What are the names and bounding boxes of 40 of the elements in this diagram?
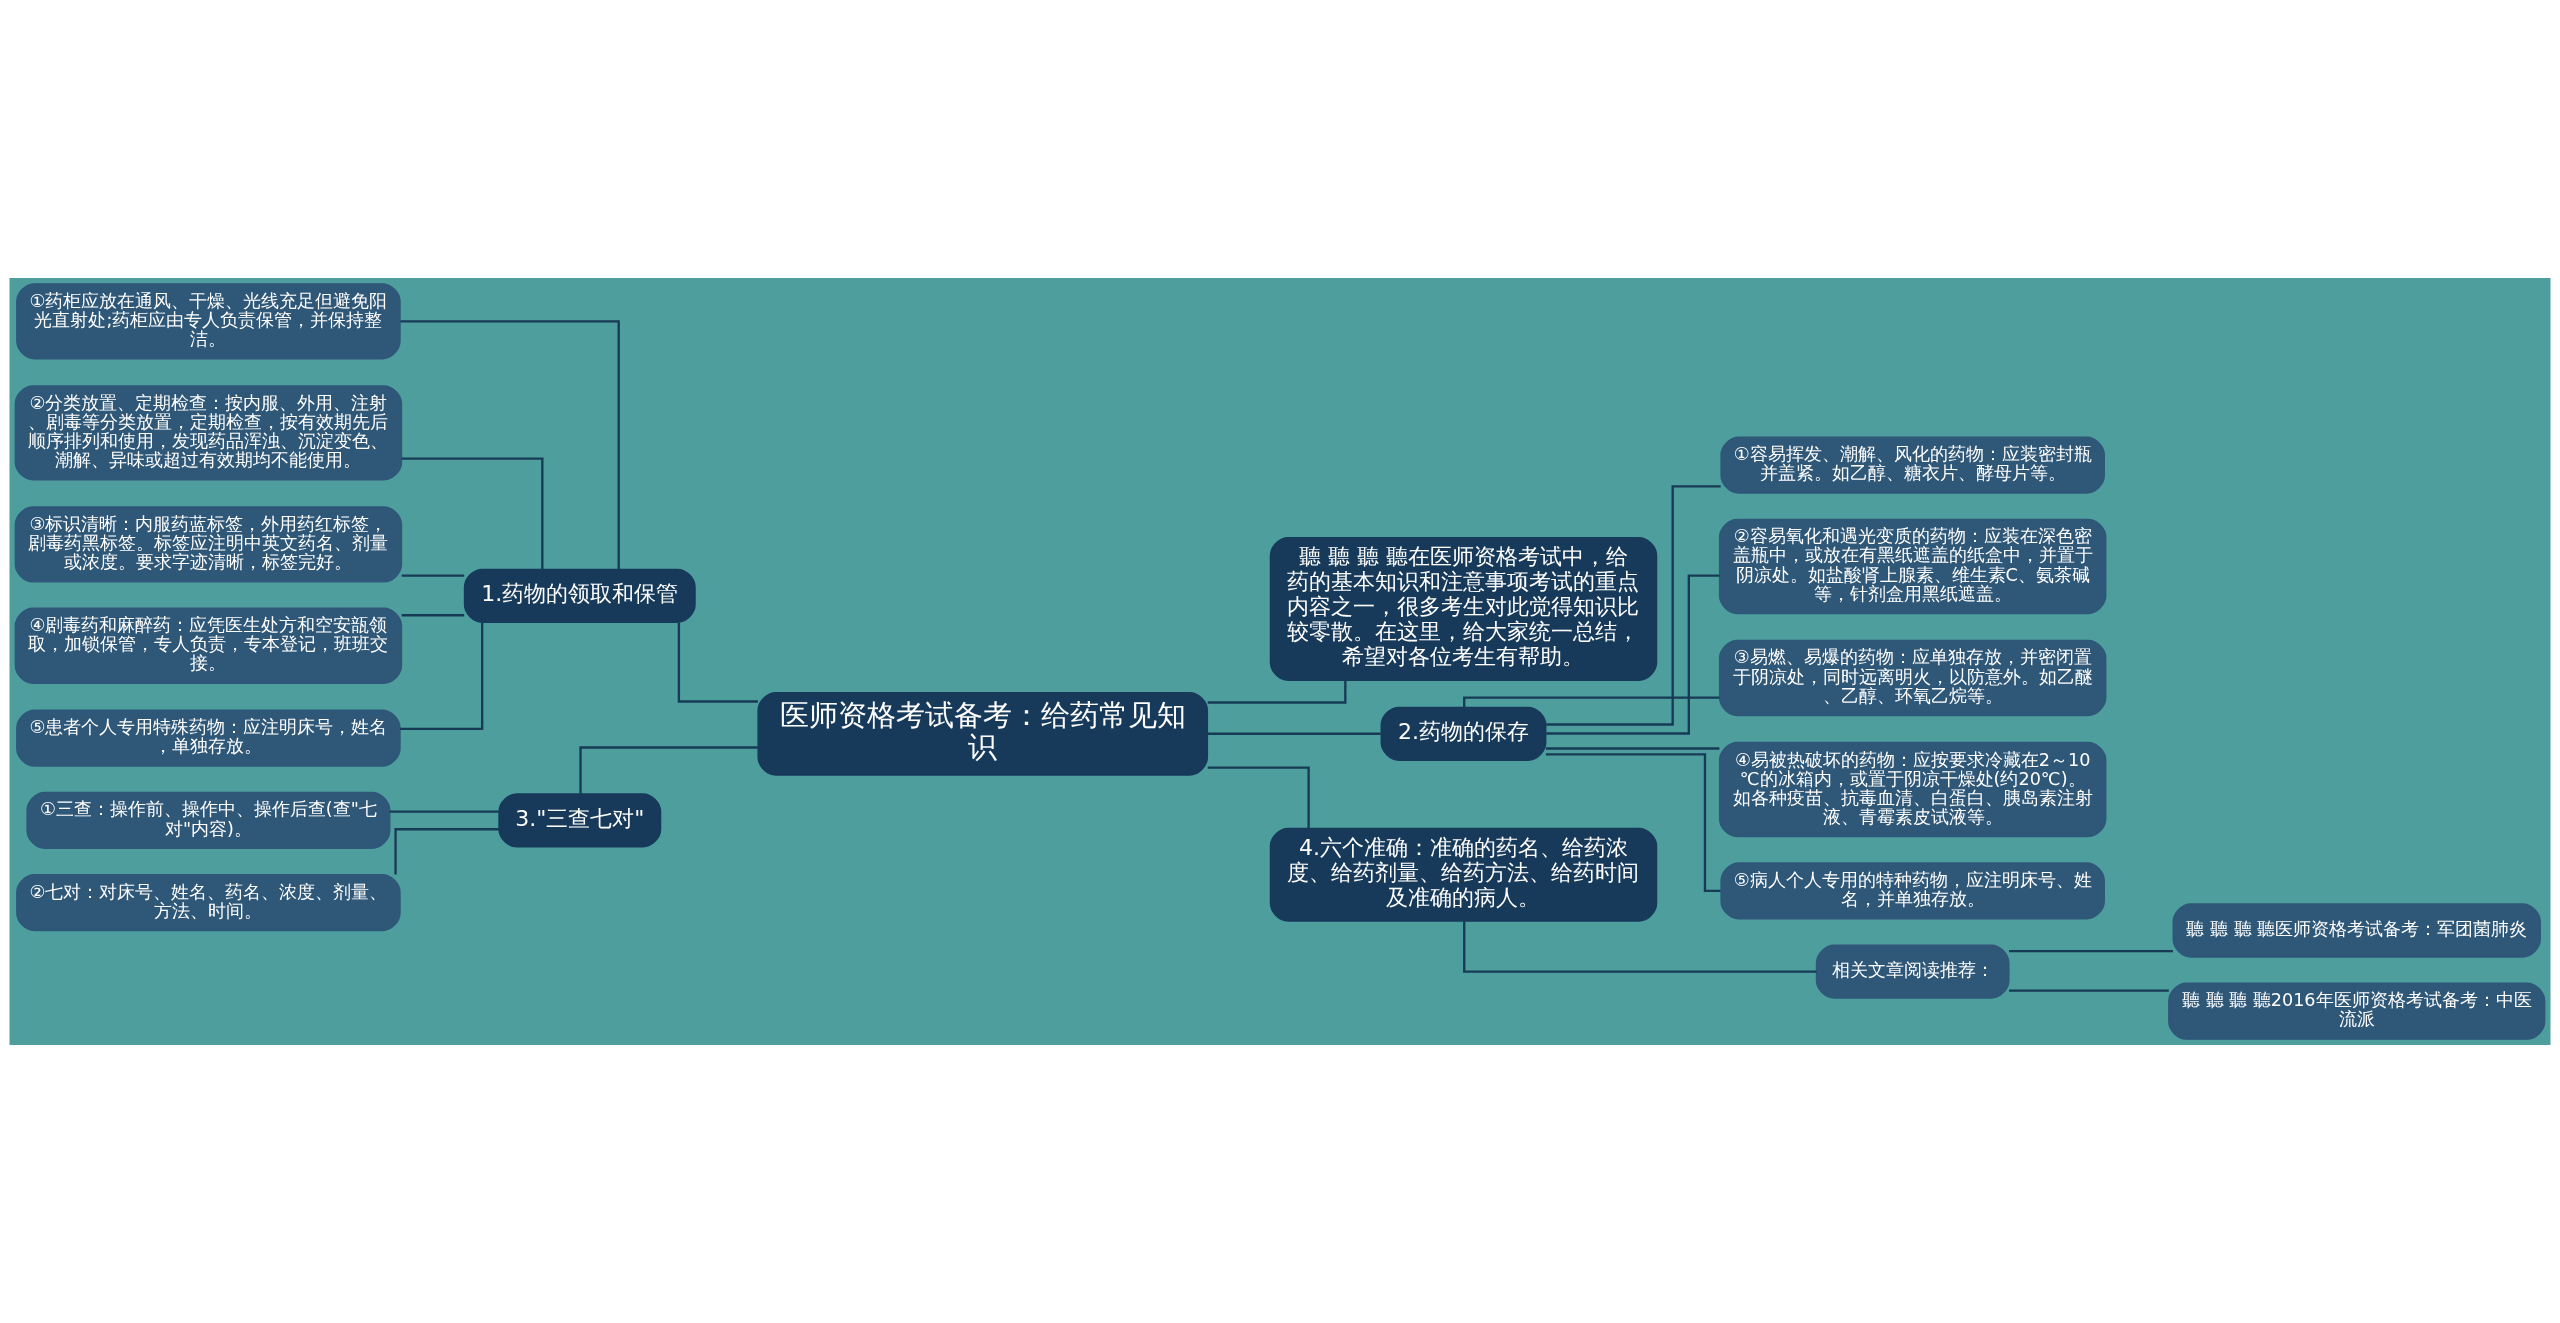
connector	[401, 574, 465, 577]
connector	[400, 320, 620, 569]
connector	[401, 614, 465, 617]
node-box: ③标识清晰：内服药蓝标签，外用药红标签，剧毒药黑标签。标签应注明中英文药名、剂量或浓度。要求字迹清晰，标签完好。	[14, 506, 403, 583]
connector	[1546, 574, 1720, 735]
node-box: ②容易氧化和遇光变质的药物：应装在深色密盖瓶中，或放在有黑纸遮盖的纸盒中，并置于阴凉处。如盐酸肾上腺素、维生素C、氨茶碱等，针剂盒用黑纸遮盖。	[1718, 518, 2107, 615]
connector	[2009, 949, 2173, 953]
node-box: ①药柜应放在通风、干燥、光线充足但避免阳光直射处;药柜应由专人负责保管，并保持整洁。	[16, 283, 401, 360]
node-box: ⑤患者个人专用特殊药物：应注明床号，姓名，单独存放。	[16, 709, 401, 767]
node-box: ⑤病人个人专用的特种药物，应注明床号、姓名，并单独存放。	[1720, 862, 2105, 920]
connector	[400, 622, 484, 731]
connector	[1463, 921, 1817, 973]
node-box: ①容易挥发、潮解、风化的药物：应装密封瓶并盖紧。如乙醇、糖衣片、酵母片等。	[1720, 436, 2105, 494]
node-box: ①三查：操作前、操作中、操作后查(查"七对"内容)。	[26, 791, 391, 850]
connector	[401, 457, 544, 570]
node-box: ④易被热破坏的药物：应按要求冷藏在2～10℃的冰箱内，或置于阴凉干燥处(约20℃)。如各种疫苗、抗毒血清、白蛋白、胰岛素注射液、青霉素皮试液等。	[1718, 741, 2107, 838]
node-box: 聽 聽 聽 聽2016年医师资格考试备考：中医流派	[2168, 982, 2546, 1040]
node-box: 聽 聽 聽 聽在医师资格考试中，给药的基本知识和注意事项考试的重点内容之一，很多考生对此觉得知识比较零散。在这里，给大家统一总结，希望对各位考生有帮助。	[1269, 537, 1658, 681]
connector	[1207, 680, 1347, 704]
node-box: 4.六个准确：准确的药名、给药浓度、给药剂量、给药方法、给药时间及准确的病人。	[1269, 827, 1658, 922]
node-box: ②七对：对床号、姓名、药名、浓度、剂量、方法、时间。	[16, 874, 401, 932]
connector	[1207, 766, 1310, 828]
connector	[1545, 747, 1720, 750]
node-box: 聽 聽 聽 聽医师资格考试备考：军团菌肺炎	[2172, 903, 2541, 958]
node-box: 相关文章阅读推荐：	[1815, 944, 2010, 999]
connector	[1546, 485, 1721, 726]
connector	[394, 828, 499, 875]
node-box: ③易燃、易爆的药物：应单独存放，并密闭置于阴凉处，同时远离明火，以防意外。如乙醚、乙醇、环氧乙烷等。	[1718, 639, 2107, 717]
connector	[389, 810, 499, 813]
connector	[2009, 989, 2169, 992]
node-box: ②分类放置、定期检查：按内服、外用、注射、剧毒等分类放置，定期检查，按有效期先后顺序排列和使用，发现药品浑浊、沉淀变色、潮解、异味或超过有效期均不能使用。	[14, 385, 403, 481]
node-box: 1.药物的领取和保管	[463, 568, 696, 623]
node-box: 3."三查七对"	[498, 793, 662, 848]
connector	[1207, 732, 1381, 735]
connector	[579, 746, 759, 794]
node-box: ④剧毒药和麻醉药：应凭医生处方和空安瓿领取，加锁保管，专人负责，专本登记，班班交接。	[14, 607, 403, 684]
connector	[677, 622, 758, 703]
node-box: 医师资格考试备考：给药常见知识	[757, 691, 1209, 776]
node-box: 2.药物的保存	[1380, 706, 1547, 761]
connector	[1545, 753, 1721, 893]
